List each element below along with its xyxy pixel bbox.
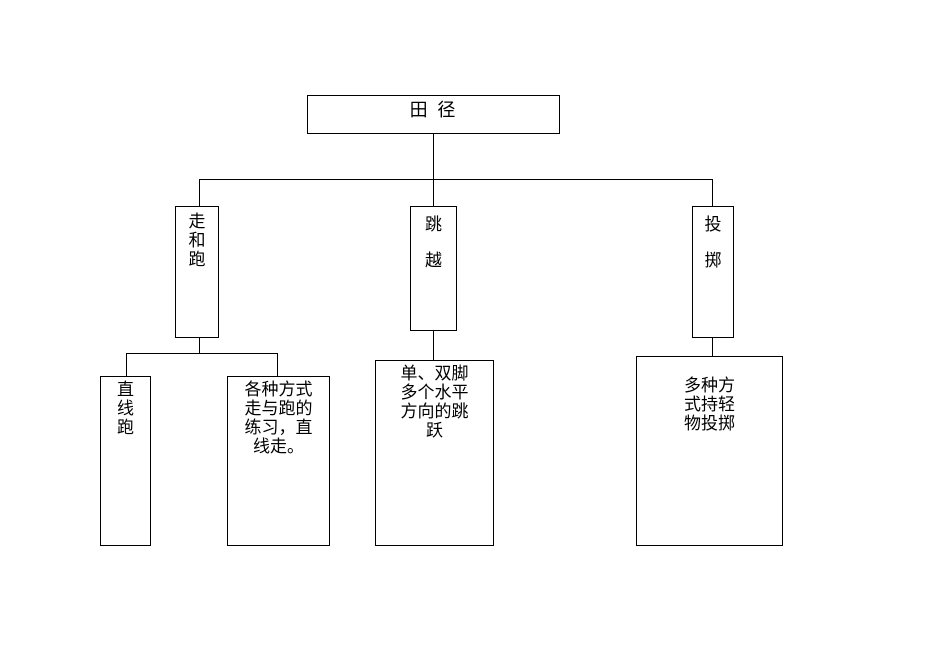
leaf-throwing-label: 多种方式持轻物投掷	[684, 376, 735, 434]
leaf-throwing: 多种方式持轻物投掷	[636, 356, 783, 546]
root-node: 田 径	[307, 95, 560, 134]
connector-to-walk-run	[199, 179, 200, 206]
connector-walk-run-bar	[126, 353, 277, 354]
connector-jump-down	[433, 330, 434, 360]
leaf-straight-run-label: 直线跑	[117, 380, 134, 438]
category-throw-label: 投掷	[704, 215, 722, 271]
connector-top-bar	[199, 179, 712, 180]
connector-root-down	[433, 133, 434, 179]
connector-to-throw	[712, 179, 713, 206]
connector-to-jump	[433, 179, 434, 206]
category-jump: 跳越	[410, 206, 457, 331]
connector-walk-run-down	[199, 337, 200, 353]
leaf-straight-run: 直线跑	[100, 376, 151, 546]
category-jump-label: 跳越	[425, 215, 442, 271]
category-walk-run: 走和跑	[175, 206, 219, 338]
category-walk-run-label: 走和跑	[188, 212, 206, 270]
leaf-walk-run-practice-label: 各种方式走与跑的练习，直线走。	[244, 380, 313, 457]
connector-to-walk-run-practice	[277, 353, 278, 376]
leaf-jumping-label: 单、双脚多个水平方向的跳跃	[400, 364, 469, 441]
leaf-jumping: 单、双脚多个水平方向的跳跃	[375, 360, 494, 546]
root-label: 田 径	[409, 100, 458, 121]
connector-throw-down	[712, 337, 713, 356]
connector-to-straight-run	[126, 353, 127, 376]
category-throw: 投掷	[692, 206, 734, 338]
leaf-walk-run-practice: 各种方式走与跑的练习，直线走。	[227, 376, 330, 546]
